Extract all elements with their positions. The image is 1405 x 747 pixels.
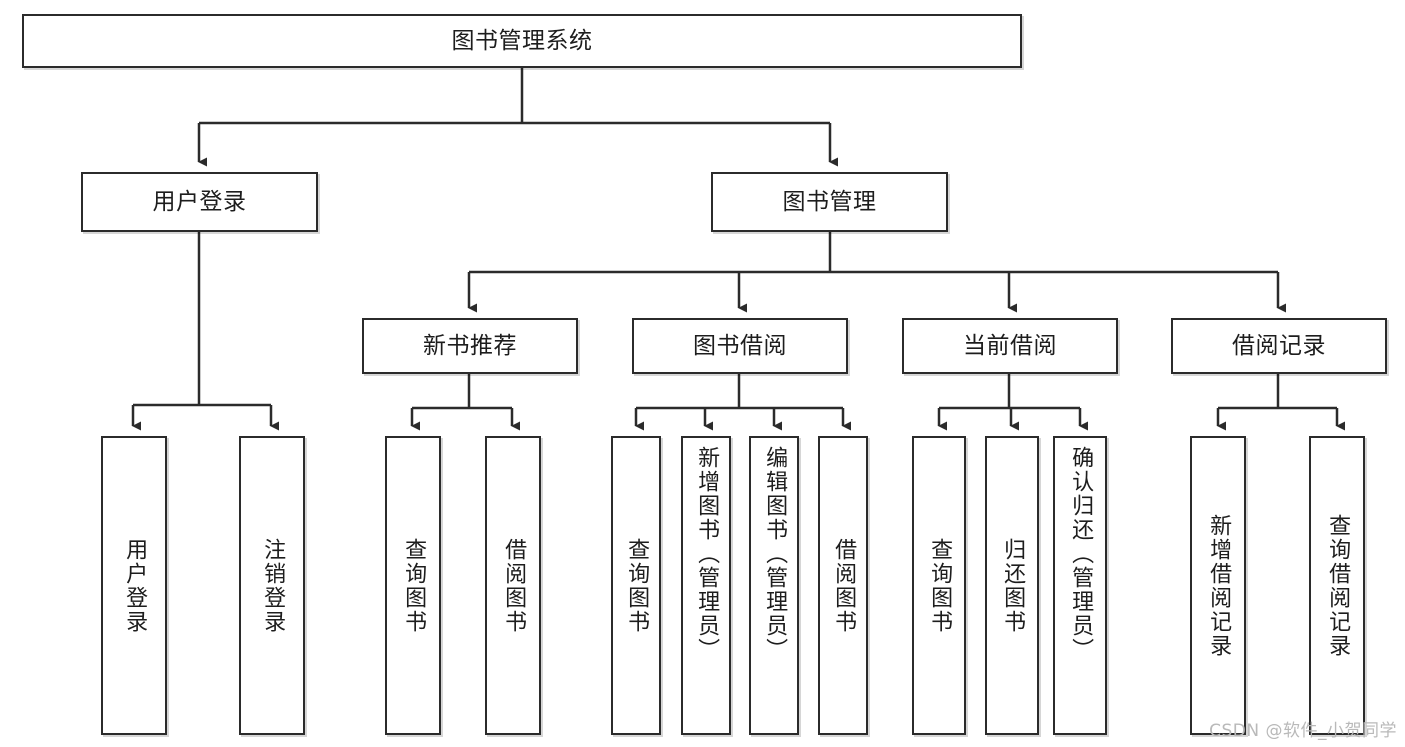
node-root-label: 图书管理系统 — [451, 27, 593, 54]
node-current-borrow-label: 当前借阅 — [963, 332, 1057, 359]
leaf-add-book-admin[interactable]: 新增图书（管理员） — [681, 436, 731, 735]
leaf-query-book-current[interactable]: 查询图书 — [912, 436, 966, 735]
leaf-confirm-return-admin-label: 确认归还（管理员） — [1068, 446, 1094, 662]
leaf-query-borrow-record[interactable]: 查询借阅记录 — [1309, 436, 1365, 735]
leaf-return-book[interactable]: 归还图书 — [985, 436, 1039, 735]
node-book-borrow[interactable]: 图书借阅 — [632, 318, 848, 374]
leaf-query-book-current-label: 查询图书 — [927, 537, 953, 634]
node-user-login[interactable]: 用户登录 — [81, 172, 318, 232]
node-book-management[interactable]: 图书管理 — [711, 172, 948, 232]
leaf-user-login-label: 用户登录 — [122, 537, 148, 634]
leaf-borrow-book-recommend-label: 借阅图书 — [501, 537, 527, 634]
leaf-query-book-recommend[interactable]: 查询图书 — [385, 436, 441, 735]
leaf-add-book-admin-label: 新增图书（管理员） — [694, 446, 720, 662]
node-borrow-record[interactable]: 借阅记录 — [1171, 318, 1387, 374]
leaf-user-logout-label: 注销登录 — [260, 537, 286, 634]
leaf-user-logout[interactable]: 注销登录 — [239, 436, 305, 735]
leaf-borrow-book[interactable]: 借阅图书 — [818, 436, 868, 735]
node-root[interactable]: 图书管理系统 — [22, 14, 1022, 68]
leaf-borrow-book-label: 借阅图书 — [831, 537, 857, 634]
node-book-management-label: 图书管理 — [782, 188, 877, 215]
leaf-return-book-label: 归还图书 — [1000, 537, 1026, 634]
leaf-query-book-recommend-label: 查询图书 — [401, 537, 427, 634]
leaf-add-borrow-record[interactable]: 新增借阅记录 — [1190, 436, 1246, 735]
leaf-add-borrow-record-label: 新增借阅记录 — [1206, 513, 1232, 658]
leaf-query-book-borrow[interactable]: 查询图书 — [611, 436, 661, 735]
leaf-query-book-borrow-label: 查询图书 — [624, 537, 650, 634]
leaf-query-borrow-record-label: 查询借阅记录 — [1325, 513, 1351, 658]
leaf-borrow-book-recommend[interactable]: 借阅图书 — [485, 436, 541, 735]
watermark-text: CSDN @软件_小贺同学 — [1209, 721, 1397, 741]
leaf-edit-book-admin[interactable]: 编辑图书（管理员） — [749, 436, 799, 735]
node-borrow-record-label: 借阅记录 — [1232, 332, 1326, 359]
node-book-borrow-label: 图书借阅 — [693, 332, 787, 359]
node-new-book-recommend-label: 新书推荐 — [423, 332, 517, 359]
leaf-user-login[interactable]: 用户登录 — [101, 436, 167, 735]
leaf-edit-book-admin-label: 编辑图书（管理员） — [762, 446, 788, 662]
node-user-login-label: 用户登录 — [152, 188, 247, 215]
leaf-confirm-return-admin[interactable]: 确认归还（管理员） — [1053, 436, 1107, 735]
node-new-book-recommend[interactable]: 新书推荐 — [362, 318, 578, 374]
node-current-borrow[interactable]: 当前借阅 — [902, 318, 1118, 374]
